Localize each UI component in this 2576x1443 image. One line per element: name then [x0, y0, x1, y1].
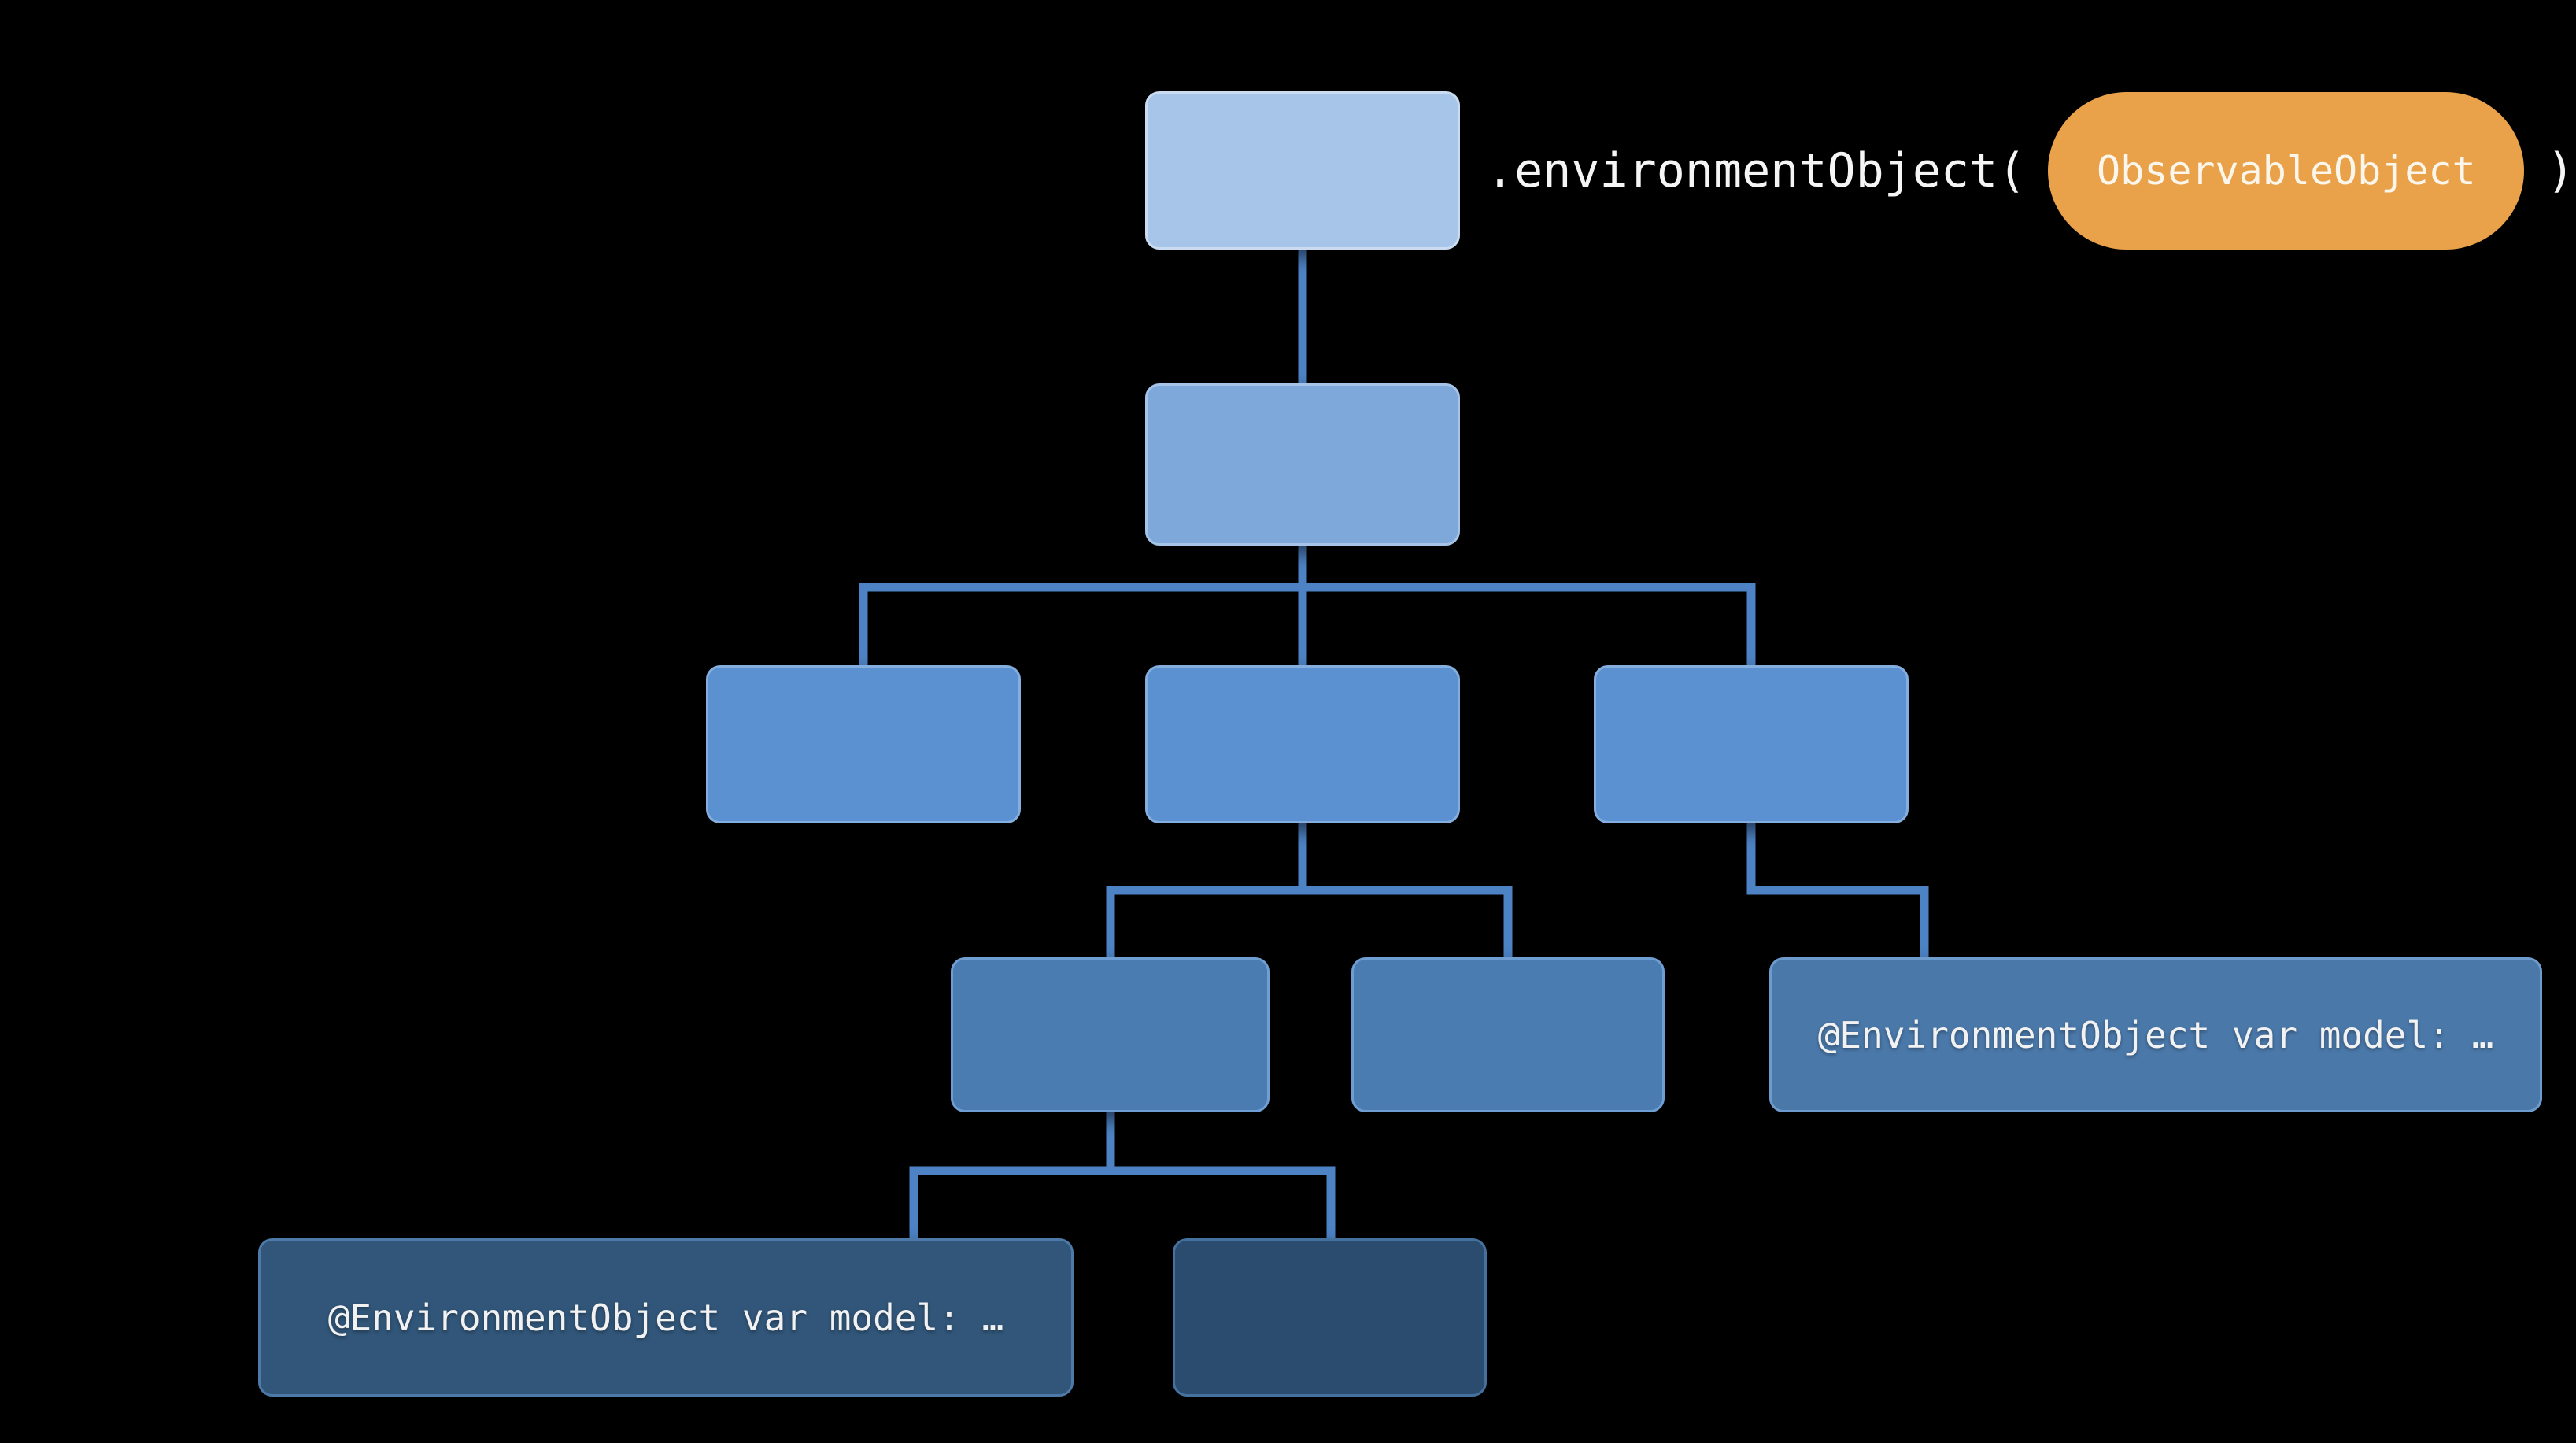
- connector-level4-rail: [1106, 886, 1513, 957]
- annotation-prefix-code: .environmentObject(: [1486, 143, 2027, 198]
- environment-object-annotation: .environmentObject( ObservableObject ): [1486, 92, 2574, 250]
- tree-node-root: [1145, 91, 1460, 250]
- tree-node-l4-right-wide: @EnvironmentObject var model: …: [1769, 957, 2542, 1112]
- tree-node-l4-left: [951, 957, 1270, 1112]
- tree-node-l3-left: [706, 665, 1021, 823]
- connector-level3-rail: [859, 583, 1756, 665]
- observable-object-pill: ObservableObject: [2048, 92, 2525, 250]
- tree-node-l4-middle: [1351, 957, 1665, 1112]
- tree-node-l5-wide-label: @EnvironmentObject var model: …: [327, 1296, 1004, 1339]
- tree-node-l4-right-wide-label: @EnvironmentObject var model: …: [1817, 1013, 2494, 1056]
- tree-node-level2: [1145, 383, 1460, 546]
- tree-node-l3-middle: [1145, 665, 1460, 823]
- connector-level5-rail: [909, 1166, 1336, 1238]
- connector-l3-right-elbow: [1746, 823, 1929, 957]
- tree-node-l5-dark: [1173, 1238, 1487, 1397]
- tree-node-l3-right: [1594, 665, 1909, 823]
- tree-node-l5-wide: @EnvironmentObject var model: …: [258, 1238, 1074, 1397]
- observable-object-pill-label: ObservableObject: [2097, 148, 2476, 194]
- annotation-suffix-code: ): [2546, 143, 2575, 198]
